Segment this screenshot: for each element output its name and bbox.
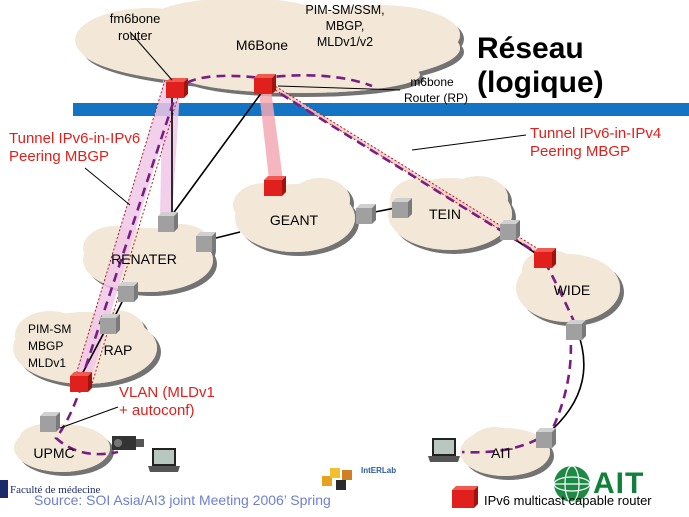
router-renater-top: [158, 212, 178, 232]
router-wide-mc: [534, 248, 556, 268]
vlan-label: VLAN (MLDv1 + autoconf): [119, 384, 215, 420]
vlan-line1: VLAN (MLDv1: [119, 384, 215, 401]
ait-globe-icon: [553, 465, 591, 503]
router-m6bone-rp: [254, 74, 276, 94]
path-fm6bone-rap: [80, 87, 180, 379]
cloud-geant: [233, 178, 355, 252]
device-camera-upmc: [112, 436, 144, 450]
path-rap-upmc: [54, 383, 119, 456]
cloud-ait: [460, 427, 550, 476]
cloud-upmc: [14, 424, 110, 472]
source-caption: Source: SOI Asia/AI3 joint Meeting 2006’…: [34, 492, 331, 508]
legend-label: IPv6 multicast capable router: [484, 493, 652, 508]
multicast-routers: [70, 74, 556, 508]
tunnel-right-line1: Tunnel IPv6-in-IPv4: [530, 125, 662, 142]
m6bone-rp-label-line2: Router (RP): [404, 91, 468, 105]
leader-tunnel-right: [411, 134, 527, 151]
tunnel-left-line2: Peering MBGP: [9, 148, 110, 165]
rap-label: RAP: [104, 342, 133, 358]
fm6bone-label-line1: fm6bone: [110, 11, 161, 26]
vlan-line2: + autoconf): [119, 402, 195, 419]
rap-protocol-line1: PIM-SM: [28, 322, 71, 336]
path-m6bone-wide: [267, 84, 546, 260]
link-m6bone-renater: [171, 91, 263, 216]
tunnel-outline-left-b: [91, 89, 181, 385]
tunnel-right-line2: Peering MBGP: [530, 143, 631, 160]
upmc-label: UPMC: [33, 445, 74, 461]
legend-router-icon: [452, 486, 478, 508]
gray-routers: [40, 198, 586, 448]
fm6bone-label-line2: router: [118, 28, 153, 43]
ait-logo: AIT: [593, 467, 645, 500]
page-title: Réseau (logique): [477, 32, 604, 100]
leader-tunnel-left: [84, 167, 131, 206]
m6bone-cloud-label: M6Bone: [236, 37, 288, 53]
faculty-logo: Faculté de médecine: [10, 484, 101, 496]
ait-label: AIT: [491, 445, 513, 461]
interlab-logo-text: IntERLab: [361, 466, 397, 475]
faculty-logo-icon: [0, 480, 8, 498]
leader-fm6bone: [129, 31, 173, 81]
router-tein-right: [500, 220, 520, 240]
m6bone-protocol-line3: MLDv1/v2: [317, 35, 373, 49]
title-line1: Réseau: [477, 32, 584, 65]
tunnel-left-line1: Tunnel IPv6-in-IPv6: [9, 130, 141, 147]
router-rap-top: [100, 314, 120, 334]
m6bone-rp-label-line1: m6bone: [410, 75, 454, 89]
clouds-layer: [13, 0, 620, 476]
tunnel-right-label: Tunnel IPv6-in-IPv4 Peering MBGP: [530, 125, 661, 161]
tunnel-outline-right-a: [261, 77, 541, 251]
rap-protocol-line3: MLDv1: [28, 356, 66, 370]
device-laptop-ait: [428, 438, 460, 462]
router-renater-bottom: [118, 282, 138, 302]
m6bone-protocol-line2: MBGP,: [326, 19, 365, 33]
title-line2: (logique): [477, 66, 604, 99]
svg-labels: fm6bone router M6Bone PIM-SM/SSM, MBGP, …: [28, 3, 590, 461]
leader-m6bone-rp: [277, 85, 401, 91]
router-tein-left: [392, 198, 412, 218]
m6bone-protocol-line1: PIM-SM/SSM,: [305, 3, 384, 17]
leader-vlan: [59, 406, 119, 429]
router-fm6bone: [166, 78, 188, 98]
interlab-logo: [322, 468, 352, 490]
cloud-m6bone: [75, 0, 460, 93]
router-wide-bottom: [566, 320, 586, 340]
band-m6bone-geant: [258, 82, 284, 188]
router-ait: [536, 428, 556, 448]
router-renater-right: [196, 232, 216, 252]
leader-lines: [59, 31, 527, 429]
band-fm6bone-rap: [75, 80, 178, 382]
wide-label: WIDE: [554, 282, 591, 298]
renater-label: RENATER: [111, 251, 177, 267]
geant-label: GEANT: [270, 212, 319, 228]
band-fm6bone-renater: [160, 80, 180, 218]
tein-label: TEIN: [429, 206, 461, 222]
tunnel-left-label: Tunnel IPv6-in-IPv6 Peering MBGP: [9, 130, 140, 166]
router-rap-mc: [70, 372, 92, 392]
device-laptop-upmc: [148, 448, 180, 472]
router-upmc: [40, 412, 60, 432]
link-wide-ait: [545, 329, 585, 436]
router-geant-right: [356, 204, 376, 224]
rap-protocol-line2: MBGP: [28, 339, 63, 353]
router-geant-mc: [264, 176, 286, 196]
backbone-bar: [73, 103, 689, 116]
